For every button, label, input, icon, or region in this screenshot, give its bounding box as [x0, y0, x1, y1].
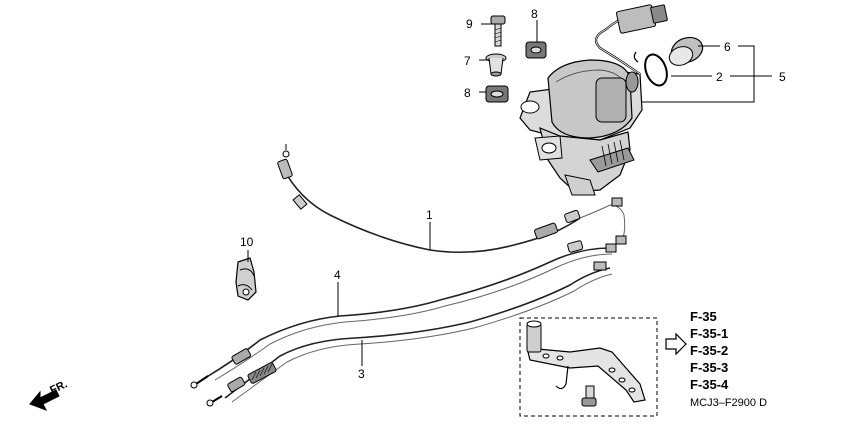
servo-actuator [519, 4, 668, 196]
ref-item: F-35-2 [690, 343, 728, 358]
front-arrow-icon [29, 389, 60, 411]
label-part-1: 1 [426, 208, 433, 222]
label-part-10: 10 [240, 235, 254, 249]
front-label: FR. [48, 378, 69, 396]
bracket-detail [519, 317, 658, 417]
ref-item: F-35-3 [690, 360, 728, 375]
cable-3 [206, 261, 613, 407]
label-part-9: 9 [466, 17, 473, 31]
reference-list: F-35 F-35-1 F-35-2 F-35-3 F-35-4 [690, 309, 729, 392]
hollow-arrow-icon [665, 332, 687, 356]
front-indicator: FR. [29, 378, 69, 411]
label-part-8-lower: 8 [464, 86, 471, 100]
cable-1 [277, 144, 627, 254]
dust-cap [668, 36, 704, 66]
rubber-mount-upper [525, 41, 547, 59]
label-part-6: 6 [724, 40, 731, 54]
cable-clamp [235, 257, 257, 301]
leader-lines [247, 20, 772, 366]
collar [485, 53, 507, 77]
label-part-2: 2 [716, 70, 723, 84]
rubber-mount-lower [485, 85, 509, 103]
ref-item: F-35-4 [690, 377, 729, 392]
o-ring [644, 53, 668, 87]
label-part-5: 5 [779, 70, 786, 84]
cable-4 [190, 240, 617, 389]
cable-3-spring [247, 362, 277, 384]
diagram-code: MCJ3–F2900 D [690, 397, 767, 409]
ref-item: F-35-1 [690, 326, 728, 341]
flange-bolt [490, 15, 506, 47]
label-part-8-upper: 8 [531, 7, 538, 21]
ref-item: F-35 [690, 309, 717, 324]
label-part-3: 3 [358, 367, 365, 381]
label-part-4: 4 [334, 268, 341, 282]
label-part-7: 7 [464, 54, 471, 68]
